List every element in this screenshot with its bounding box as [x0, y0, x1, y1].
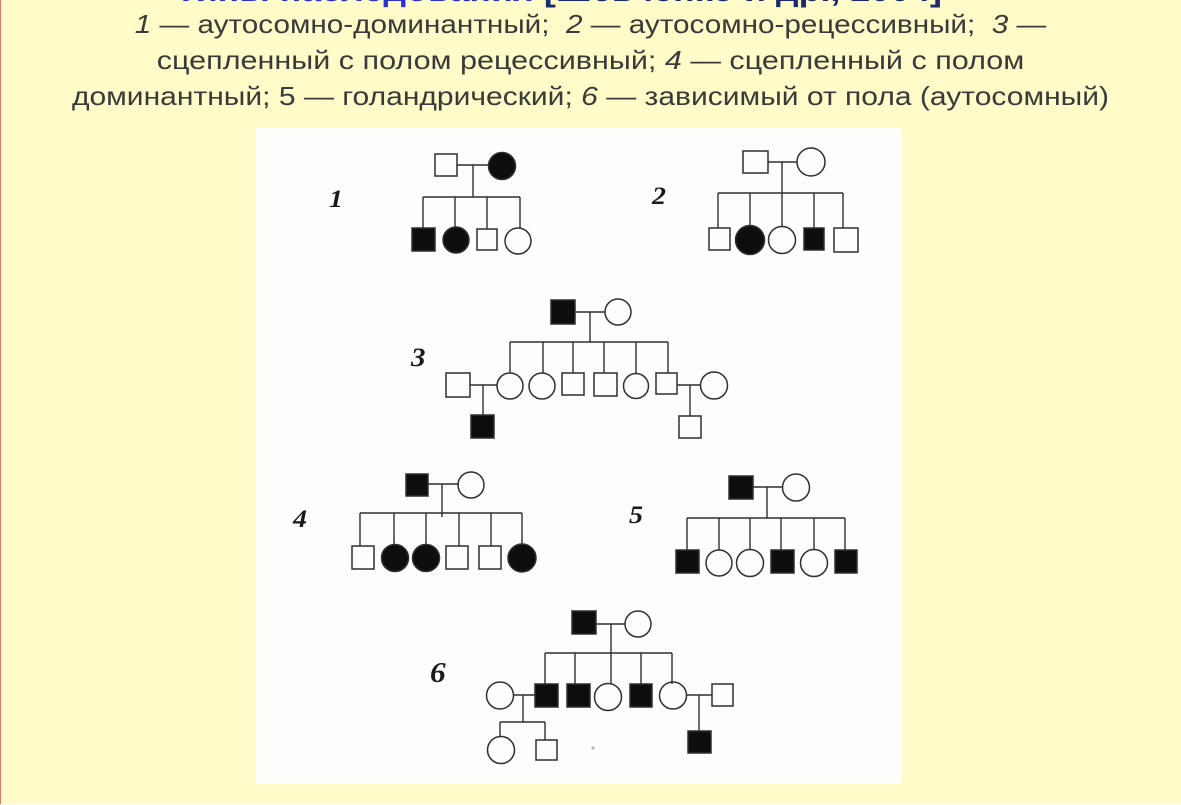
svg-text:5: 5: [629, 500, 643, 528]
svg-text:1: 1: [329, 184, 343, 212]
svg-text:4: 4: [292, 504, 307, 532]
svg-text:2: 2: [651, 181, 666, 209]
svg-text:3: 3: [410, 342, 426, 371]
svg-text:6: 6: [430, 658, 446, 688]
